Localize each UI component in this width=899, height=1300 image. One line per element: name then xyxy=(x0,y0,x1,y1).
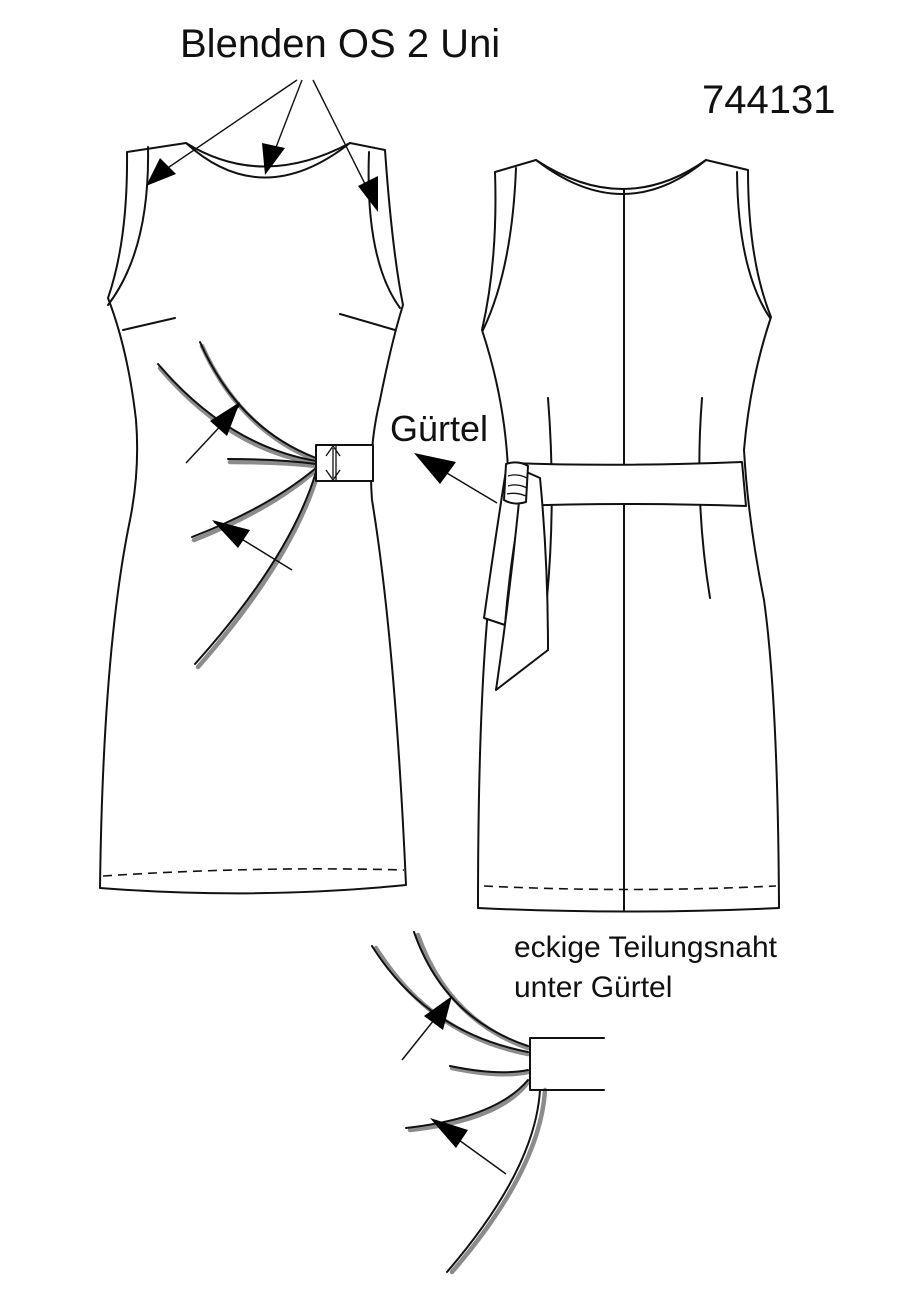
detail-fold-shading-4 xyxy=(407,1079,531,1133)
detail-note-line-1: eckige Teilungsnaht xyxy=(514,931,777,964)
front-fold-4 xyxy=(191,467,317,538)
front-fold-3 xyxy=(227,458,317,465)
front-belt-loop xyxy=(315,444,374,482)
detail-fold-shading-3 xyxy=(449,1065,531,1077)
front-fold-5 xyxy=(194,471,317,665)
front-pointer-arrows xyxy=(185,402,293,571)
belt-pointer-arrow xyxy=(414,453,498,504)
front-armhole-facing-right xyxy=(367,151,401,309)
arrowhead-neckline xyxy=(262,143,285,175)
back-belt-knot-pleats xyxy=(506,474,528,497)
front-fold-shading-3 xyxy=(227,459,319,469)
front-fold-shading-5 xyxy=(195,470,321,670)
detail-fold-shading-1 xyxy=(415,932,531,1051)
front-armhole-facing-left xyxy=(107,146,150,306)
facing-leader-lines xyxy=(146,79,378,212)
detail-fold-1 xyxy=(413,931,529,1047)
detail-note: eckige Teilungsnaht unter Gürtel xyxy=(514,928,777,1008)
detail-arrowhead-lower xyxy=(430,1118,468,1148)
front-bust-dart-right xyxy=(339,313,396,331)
back-armhole-facing-right xyxy=(736,171,771,319)
arrowhead-right-armhole xyxy=(358,176,378,212)
model-number: 744131 xyxy=(702,78,836,122)
detail-note-line-2: unter Gürtel xyxy=(514,971,673,1004)
back-hem-dashed xyxy=(483,885,777,891)
back-belt-knot xyxy=(503,461,529,505)
front-fold-shading-2 xyxy=(157,365,319,466)
back-armhole-facing-left xyxy=(482,167,517,331)
detail-fold-4 xyxy=(405,1079,529,1129)
back-belt-tie-end-right xyxy=(495,469,549,691)
belt-label: Gürtel xyxy=(390,408,489,449)
facing-label: Blenden OS 2 Uni xyxy=(180,22,501,66)
front-neck-facing xyxy=(185,142,351,179)
belt-arrowhead xyxy=(414,453,456,484)
back-neck-facing xyxy=(535,159,707,195)
detail-arrowhead-upper xyxy=(424,996,452,1030)
back-view-dress xyxy=(477,159,780,913)
front-view-dress xyxy=(99,142,407,895)
front-arrowhead-upper xyxy=(210,402,240,436)
front-arrowhead-lower xyxy=(212,520,250,548)
front-bust-dart-left xyxy=(122,317,176,331)
back-belt-band xyxy=(509,461,747,507)
front-hem-dashed xyxy=(102,868,405,877)
detail-fold-shading-5 xyxy=(449,1087,548,1275)
leader-left-armhole xyxy=(149,79,298,181)
front-dress-outline xyxy=(99,142,407,895)
back-dress-outline xyxy=(477,159,780,913)
front-belt-width-arrow xyxy=(325,444,341,482)
detail-fold-5 xyxy=(446,1089,541,1273)
front-fold-1 xyxy=(199,341,317,459)
detail-pointer-arrows xyxy=(401,996,507,1175)
detail-belt-segment xyxy=(529,1037,605,1091)
front-fold-2 xyxy=(157,363,317,462)
front-fold-shading-4 xyxy=(191,467,319,543)
detail-fold-3 xyxy=(449,1065,529,1074)
arrowhead-left-armhole xyxy=(146,158,176,186)
